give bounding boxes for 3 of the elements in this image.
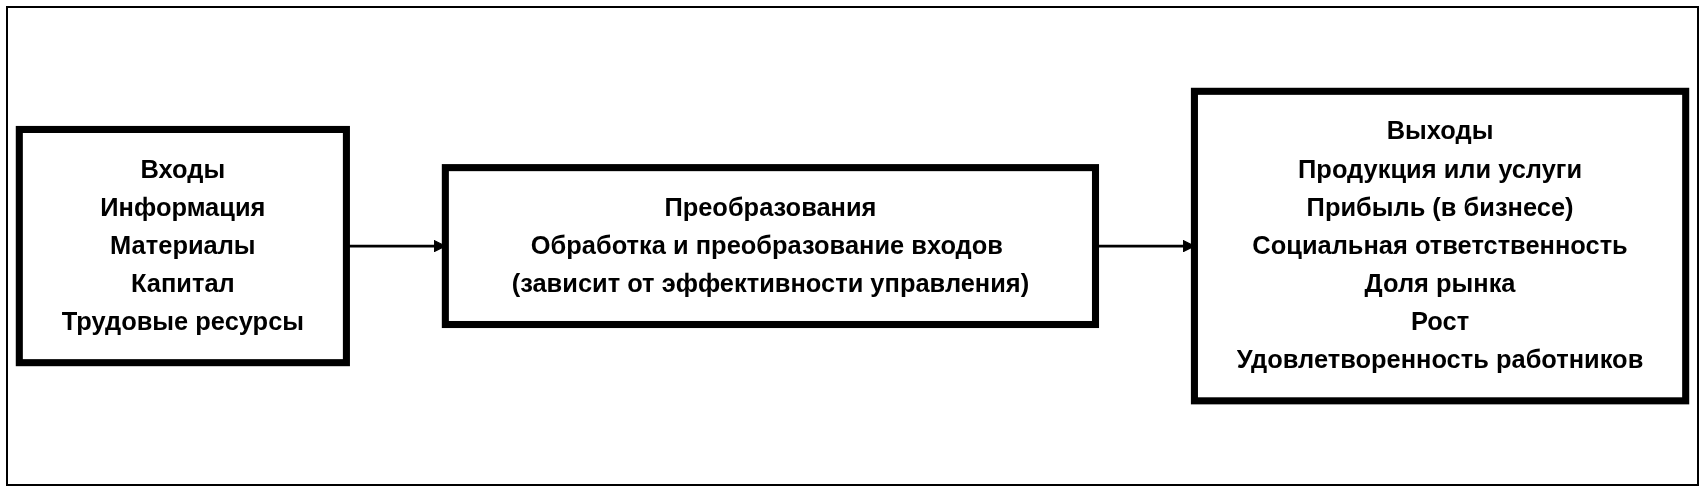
node-box: Преобразования Обработка и преобразование входов (зависит от эффективности управления) [441, 164, 1100, 328]
node-box: Входы Информация Материалы Капитал Трудовые ресурсы [15, 125, 350, 367]
node-box: Выходы Продукция или услуги Прибыль (в бизнесе) Социальная ответственность Доля рынка Рост Удовлетворенность работников [1190, 87, 1690, 405]
